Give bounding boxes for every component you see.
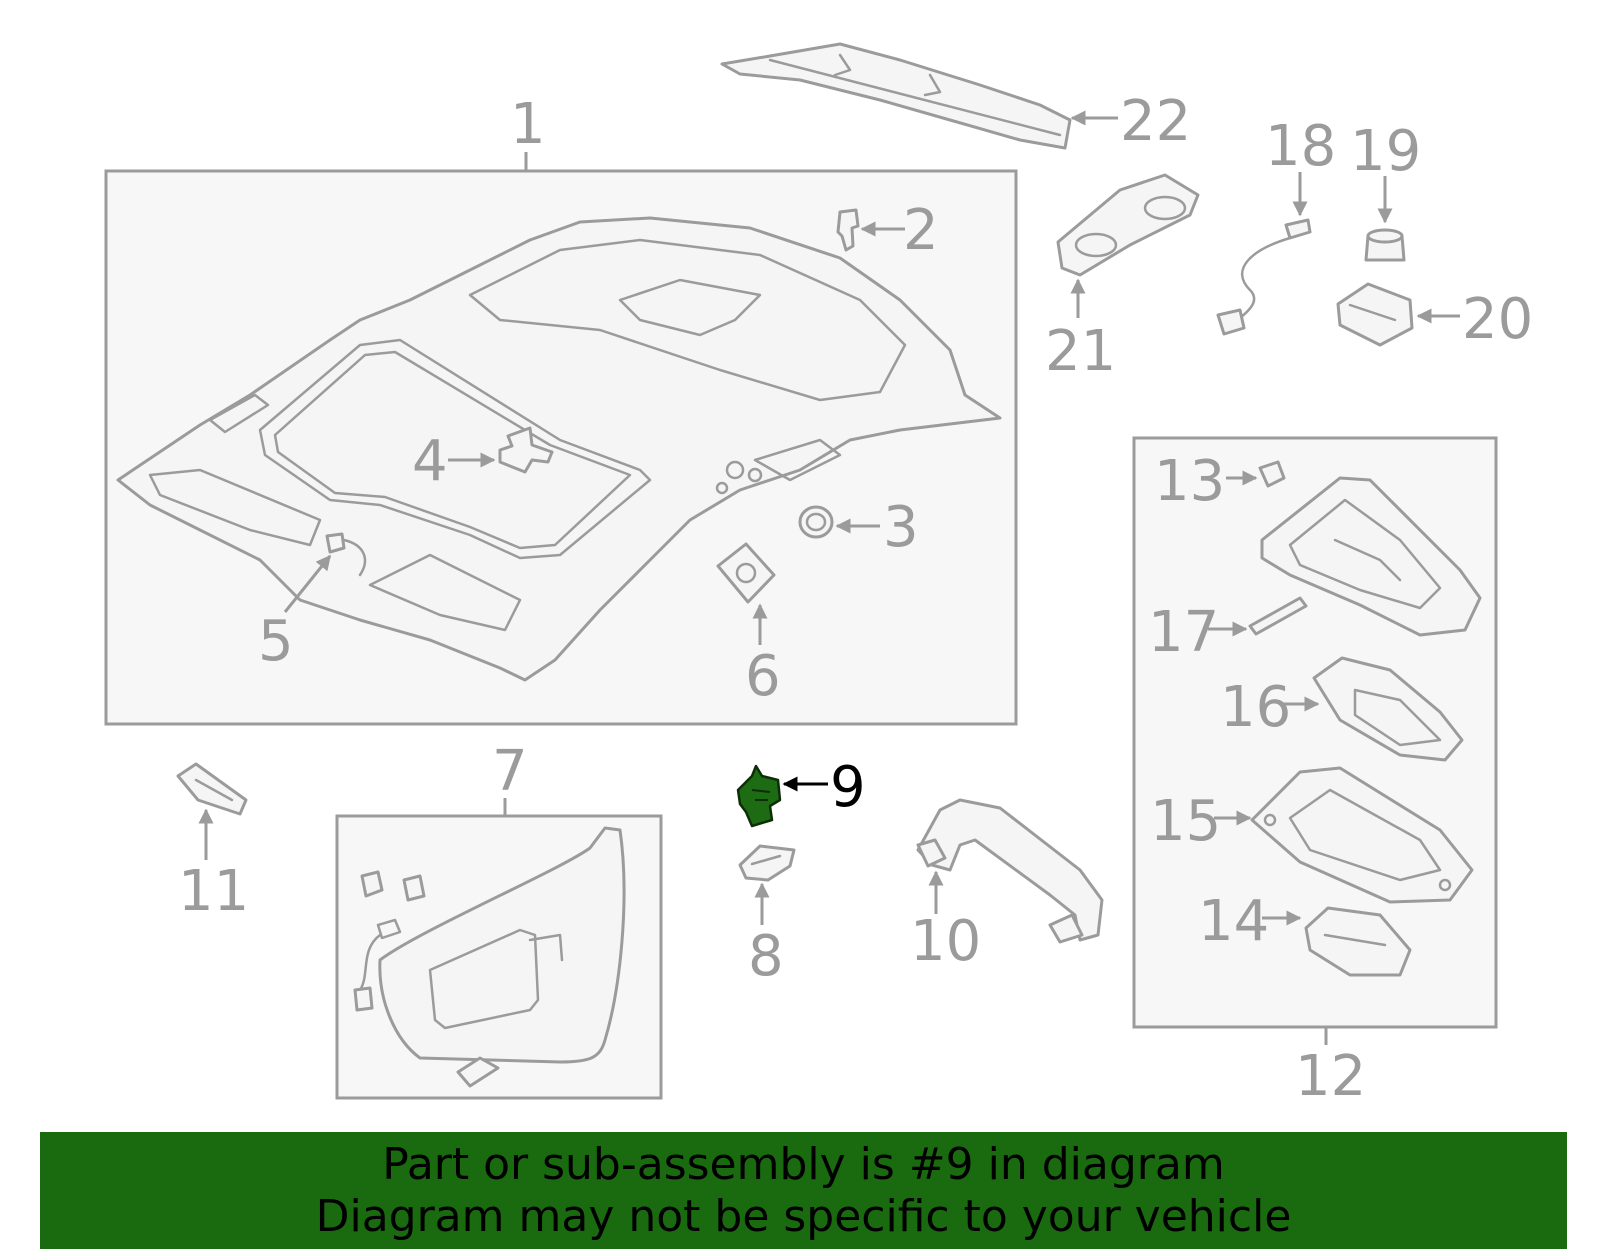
part-19-socket[interactable] xyxy=(1364,228,1406,262)
callout-11[interactable]: 11 xyxy=(178,859,249,924)
callout-6[interactable]: 6 xyxy=(745,644,781,709)
callout-4[interactable]: 4 xyxy=(412,429,448,494)
callout-16[interactable]: 16 xyxy=(1220,675,1291,740)
banner-line-2: Diagram may not be specific to your vehi… xyxy=(315,1190,1292,1242)
part-22-rail[interactable] xyxy=(720,42,1072,150)
callout-5[interactable]: 5 xyxy=(258,609,294,674)
part-20-lamp[interactable] xyxy=(1336,282,1414,347)
info-banner: Part or sub-assembly is #9 in diagram Di… xyxy=(40,1132,1567,1249)
part-16-cover[interactable] xyxy=(1312,656,1464,762)
callout-15[interactable]: 15 xyxy=(1150,789,1221,854)
part-15-frame[interactable] xyxy=(1250,766,1474,904)
callout-12[interactable]: 12 xyxy=(1295,1044,1366,1109)
part-17-lens[interactable] xyxy=(1248,596,1308,636)
callout-10[interactable]: 10 xyxy=(910,909,981,974)
part-3-grommet[interactable] xyxy=(798,505,834,539)
part-8-cap[interactable] xyxy=(738,844,796,882)
banner-line-1: Part or sub-assembly is #9 in diagram xyxy=(382,1138,1225,1190)
part-13-clip[interactable] xyxy=(1258,460,1286,488)
callout-7[interactable]: 7 xyxy=(492,739,528,804)
callout-21[interactable]: 21 xyxy=(1045,319,1116,384)
callout-3[interactable]: 3 xyxy=(883,495,919,560)
part-console-bezel[interactable] xyxy=(1260,476,1482,637)
callout-17[interactable]: 17 xyxy=(1148,600,1219,665)
part-9-clip-highlighted[interactable] xyxy=(736,764,782,828)
part-18-wire-harness[interactable] xyxy=(1216,218,1312,336)
callout-5-leader xyxy=(283,554,332,613)
callout-14[interactable]: 14 xyxy=(1198,889,1269,954)
part-7-sun-visor[interactable] xyxy=(353,826,626,1088)
part-5-harness[interactable] xyxy=(325,532,367,577)
part-11-hook[interactable] xyxy=(176,762,248,816)
callout-22[interactable]: 22 xyxy=(1120,89,1191,154)
part-4-bracket[interactable] xyxy=(498,426,554,474)
part-6-plate[interactable] xyxy=(716,542,776,604)
callout-1[interactable]: 1 xyxy=(510,92,546,157)
callout-9[interactable]: 9 xyxy=(830,755,866,820)
callout-13[interactable]: 13 xyxy=(1154,449,1225,514)
part-2-clip[interactable] xyxy=(836,208,860,252)
headliner-part[interactable] xyxy=(116,216,1002,682)
callout-20[interactable]: 20 xyxy=(1462,287,1533,352)
part-14-switch[interactable] xyxy=(1304,906,1412,977)
callout-18[interactable]: 18 xyxy=(1265,114,1336,179)
callout-8[interactable]: 8 xyxy=(748,924,784,989)
part-21-lamp-housing[interactable] xyxy=(1056,173,1200,277)
callout-2[interactable]: 2 xyxy=(903,198,939,263)
callout-19[interactable]: 19 xyxy=(1350,119,1421,184)
part-10-grab-handle[interactable] xyxy=(916,798,1104,944)
